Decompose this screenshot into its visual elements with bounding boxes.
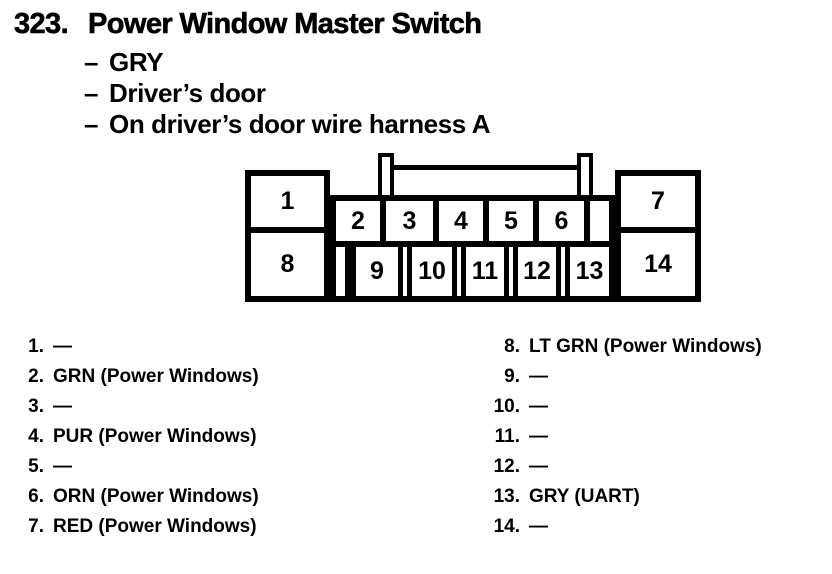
pin-row-5: 5. — (14, 452, 259, 482)
pin-row-1: 1. — (14, 332, 259, 362)
pin-number: 3. (28, 396, 44, 417)
pin-row-6: 6. ORN (Power Windows) (14, 482, 259, 512)
pin-description: — (529, 366, 548, 387)
pin-cell-3: 3 (386, 201, 439, 241)
bullet-dash: – (84, 78, 99, 108)
pin-description: — (529, 516, 548, 537)
connector-latch-post-left (378, 153, 394, 201)
pin-number: 5. (28, 456, 44, 477)
blank-slot-bottom (336, 247, 351, 296)
detail-text: Driver’s door (109, 78, 266, 108)
pin-row-8: 8. LT GRN (Power Windows) (470, 332, 762, 362)
pin-cell-9: 9 (351, 247, 403, 296)
pin-row-4: 4. PUR (Power Windows) (14, 422, 259, 452)
pin-description: — (529, 456, 548, 477)
pin-description: — (53, 456, 72, 477)
connector-block-middle: 2 3 4 5 6 9 10 11 12 13 (330, 195, 615, 302)
pin-number: 4. (28, 426, 44, 447)
pin-row-11: 11. — (470, 422, 762, 452)
pin-description: — (529, 426, 548, 447)
pin-number: 9. (504, 366, 520, 387)
pin-cell-11: 11 (461, 247, 509, 296)
pin-cell-13: 13 (565, 247, 609, 296)
pin-row-12: 12. — (470, 452, 762, 482)
section-title: 323. Power Window Master Switch (14, 8, 483, 41)
pin-number: 7. (28, 516, 44, 537)
detail-list: – GRY – Driver’s door – On driver’s door… (84, 47, 490, 140)
pin-row-7: 7. RED (Power Windows) (14, 512, 259, 542)
pin-description: GRN (Power Windows) (53, 366, 259, 387)
pin-cell-1: 1 (251, 176, 324, 233)
pin-legend-left: 1. — 2. GRN (Power Windows) 3. — 4. PUR … (14, 332, 259, 542)
blank-slot-top (590, 201, 609, 241)
pin-row-9: 9. — (470, 362, 762, 392)
pin-description: — (53, 396, 72, 417)
pin-number: 10. (493, 396, 520, 417)
pin-description: PUR (Power Windows) (53, 426, 257, 447)
connector-diagram: 1 8 2 3 4 5 6 9 10 11 12 13 7 14 (240, 150, 705, 306)
pin-row-3: 3. — (14, 392, 259, 422)
pin-legend-right: 8. LT GRN (Power Windows) 9. — 10. — 11.… (470, 332, 762, 542)
pin-description: — (529, 396, 548, 417)
pin-description: — (53, 336, 72, 357)
pin-cell-14: 14 (644, 250, 672, 278)
pin-row-10: 10. — (470, 392, 762, 422)
pin-number: 6. (28, 486, 44, 507)
pin-cell-2: 2 (336, 201, 386, 241)
connector-latch-post-right (577, 153, 593, 201)
pin-number: 12. (493, 456, 520, 477)
pin-number: 2. (28, 366, 44, 387)
connector-row-bottom: 9 10 11 12 13 (336, 247, 609, 296)
pin-description: RED (Power Windows) (53, 516, 257, 537)
connector-latch-bar (392, 165, 579, 170)
pin-number: 14. (493, 516, 520, 537)
page-title: Power Window Master Switch (88, 8, 483, 41)
pin-number: 8. (504, 336, 520, 357)
detail-item-location: – Driver’s door (84, 78, 490, 109)
connector-block-left: 1 8 (245, 170, 330, 302)
detail-text: On driver’s door wire harness A (109, 109, 491, 139)
pin-cell-6: 6 (539, 201, 590, 241)
pin-cell-12: 12 (513, 247, 561, 296)
connector-row-top: 2 3 4 5 6 (336, 201, 609, 247)
pin-number: 13. (493, 486, 520, 507)
pin-row-14: 14. — (470, 512, 762, 542)
pin-row-2: 2. GRN (Power Windows) (14, 362, 259, 392)
detail-text: GRY (109, 47, 164, 77)
connector-block-right: 7 14 (615, 170, 701, 302)
pin-description: ORN (Power Windows) (53, 486, 259, 507)
pin-cell-7: 7 (621, 176, 695, 233)
bullet-dash: – (84, 47, 99, 77)
detail-item-color: – GRY (84, 47, 490, 78)
pin-cell-5: 5 (489, 201, 539, 241)
detail-item-harness: – On driver’s door wire harness A (84, 109, 490, 140)
bullet-dash: – (84, 109, 99, 139)
pin-cell-8: 8 (280, 250, 295, 278)
pin-row-13: 13. GRY (UART) (470, 482, 762, 512)
pin-cell-4: 4 (439, 201, 489, 241)
pin-description: LT GRN (Power Windows) (529, 336, 762, 357)
pin-number: 1. (28, 336, 44, 357)
pin-cell-10: 10 (407, 247, 457, 296)
section-number: 323. (14, 8, 69, 41)
pin-number: 11. (494, 426, 520, 447)
pin-description: GRY (UART) (529, 486, 640, 507)
